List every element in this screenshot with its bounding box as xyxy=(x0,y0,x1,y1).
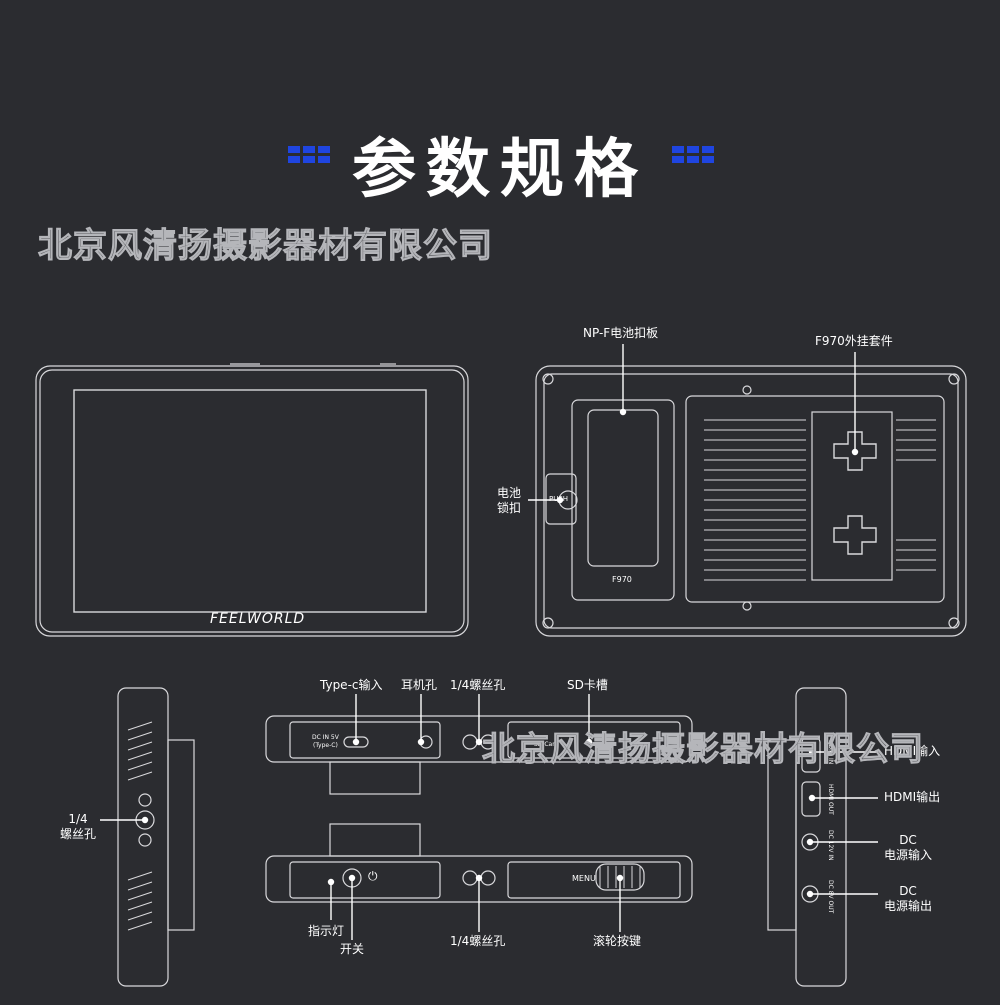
battery-lock-label-2: 锁扣 xyxy=(497,501,522,515)
dc-input-label-1: DC xyxy=(899,833,917,847)
battery-lock-label: 电池 锁扣 xyxy=(497,486,521,516)
port-dc-in-text: DC 12V IN xyxy=(827,830,834,861)
dc-in-port-text: DC IN 5V (Type-C) xyxy=(312,734,339,750)
power-icon: ⏻ xyxy=(368,869,378,883)
heat-sink-fins xyxy=(127,419,936,931)
back-view-drawing xyxy=(535,365,967,637)
decor-dots-right xyxy=(672,146,714,164)
bottom-screw-label: 1/4螺丝孔 xyxy=(450,934,506,948)
dc-in-port-text-2: (Type-C) xyxy=(312,742,338,749)
dc-output-label-2: 电源输出 xyxy=(884,899,933,913)
brand-logo-text: FEELWORLD xyxy=(210,611,306,627)
sd-card-text: SD Card xyxy=(534,741,559,748)
battery-lock-label-1: 电池 xyxy=(497,486,522,500)
hdmi-in-label: HDMI输入 xyxy=(884,744,941,758)
right-view-drawing xyxy=(767,687,847,987)
dc-output-label-1: DC xyxy=(899,884,917,898)
watermark-bottom: 北京风清扬摄影器材有限公司 xyxy=(482,729,924,769)
sd-slot-label: SD卡槽 xyxy=(567,678,608,692)
typec-label: Type-c输入 xyxy=(320,678,383,692)
menu-text: MENU xyxy=(572,874,596,883)
earphone-label: 耳机孔 xyxy=(401,678,438,692)
port-hdmi-in-text: HDMI IN xyxy=(827,740,834,765)
indicator-label: 指示灯 xyxy=(308,924,345,938)
battery-plate-label: NP-F电池扣板 xyxy=(583,326,659,340)
power-switch-label: 开关 xyxy=(340,942,365,956)
callout-lines xyxy=(100,344,878,940)
hdmi-out-label: HDMI输出 xyxy=(884,790,941,804)
page-title: 参数规格 xyxy=(352,133,648,207)
dc-output-label: DC 电源输出 xyxy=(884,884,932,914)
front-view-drawing xyxy=(35,363,469,637)
dc-in-port-text-1: DC IN 5V xyxy=(312,734,339,741)
scroll-wheel-label: 滚轮按键 xyxy=(593,934,642,948)
f970-text: F970 xyxy=(612,575,632,584)
f970-kit-label: F970外挂套件 xyxy=(815,334,893,348)
left-screw-label-1: 1/4 xyxy=(68,812,88,826)
top-screw-label: 1/4螺丝孔 xyxy=(450,678,506,692)
f970-mount-shapes xyxy=(833,431,877,555)
page-title-wrap: 参数规格 xyxy=(0,118,1000,210)
port-dc-out-text: DC 8V OUT xyxy=(827,880,834,914)
left-view-drawing xyxy=(117,687,195,987)
left-screw-label: 1/4 螺丝孔 xyxy=(60,812,96,842)
dc-input-label: DC 电源输入 xyxy=(884,833,932,863)
push-text: PUSH xyxy=(549,495,569,503)
dc-input-label-2: 电源输入 xyxy=(884,848,933,862)
decor-dots-left xyxy=(288,146,330,164)
port-hdmi-out-text: HDMI OUT xyxy=(827,784,834,815)
watermark-top: 北京风清扬摄影器材有限公司 xyxy=(38,226,493,267)
left-screw-label-2: 螺丝孔 xyxy=(60,827,97,841)
